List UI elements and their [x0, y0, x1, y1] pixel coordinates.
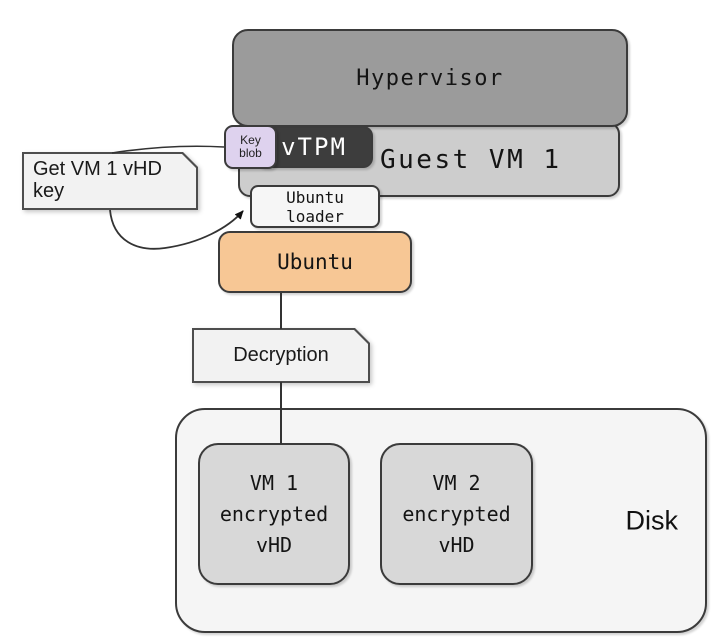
guest-vm1-label: Guest VM 1: [380, 144, 562, 175]
vm2-vhd-label-line2: encrypted: [402, 501, 511, 526]
hypervisor-box: Hypervisor: [232, 29, 628, 127]
vm1-encrypted-vhd-box: VM 1 encrypted vHD: [198, 443, 350, 585]
ubuntu-box: Ubuntu: [218, 231, 412, 293]
decryption-label: Decryption: [233, 344, 329, 366]
disk-label: Disk: [625, 505, 679, 535]
vm1-vhd-label-line2: encrypted: [219, 501, 329, 526]
vm2-vhd-label-line3: vHD: [438, 532, 475, 557]
key-blob-label-line2: blob: [239, 146, 262, 160]
vm1-vhd-label-line1: VM 1: [249, 470, 299, 495]
callout-fill: [24, 154, 196, 208]
ubuntu-label: Ubuntu: [277, 250, 353, 274]
hypervisor-label: Hypervisor: [356, 65, 504, 91]
ubuntu-loader-box: Ubuntu loader: [250, 185, 380, 228]
vm2-encrypted-vhd-box: VM 2 encrypted vHD: [380, 443, 533, 585]
decryption-box: Decryption: [192, 328, 370, 383]
callout-text: Get VM 1 vHD key: [22, 152, 198, 210]
ubuntu-loader-label-line1: Ubuntu: [286, 187, 344, 207]
key-blob-box: Key blob: [224, 125, 277, 169]
vm1-vhd-label-line3: vHD: [255, 532, 293, 557]
vtpm-label: vTPM: [281, 133, 347, 161]
get-key-callout: Get VM 1 vHD key: [22, 152, 198, 210]
decryption-text: Decryption: [192, 328, 370, 383]
callout-label-line2: key: [33, 180, 65, 202]
vtpm-box: vTPM: [255, 126, 373, 168]
callout-label-line1: Get VM 1 vHD: [33, 158, 162, 180]
vm2-vhd-label-line1: VM 2: [432, 470, 481, 495]
decryption-fill: [194, 330, 368, 381]
ubuntu-loader-label-line2: loader: [286, 206, 344, 226]
key-blob-label-line1: Key: [240, 133, 261, 147]
